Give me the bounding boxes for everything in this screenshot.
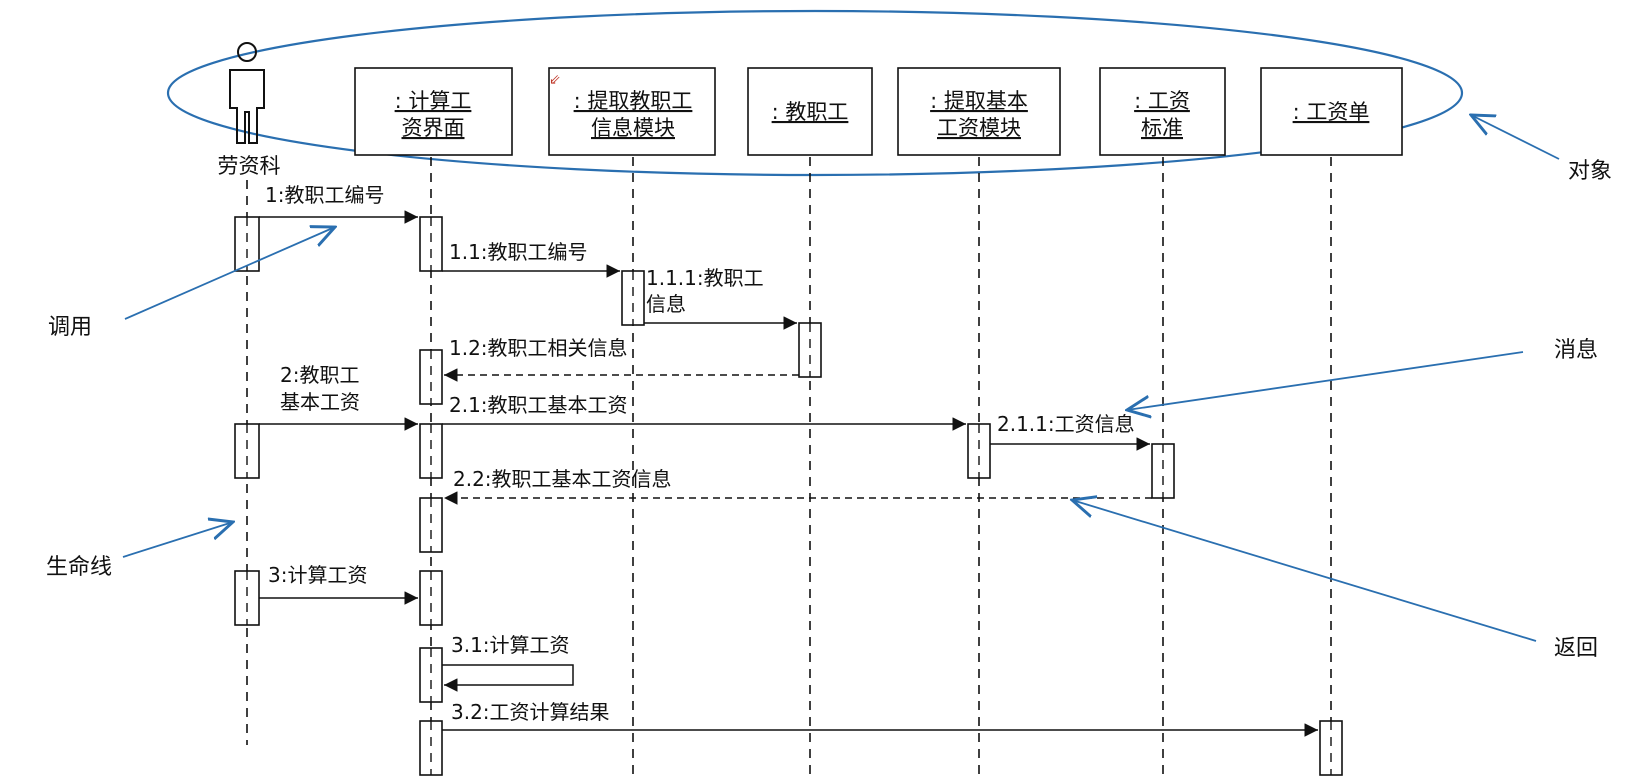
object-label-basic-2: 工资模块 <box>937 116 1021 140</box>
object-label-fetch-1: : 提取教职工 <box>574 89 693 113</box>
message-label-1-1: 1.1:教职工编号 <box>449 240 588 264</box>
actor-icon <box>229 42 265 144</box>
annotation-return: 返回 <box>1554 636 1598 661</box>
annotation-arrow-call <box>124 227 335 320</box>
self-message-arrow-3-1 <box>442 664 574 692</box>
object-box-std <box>1099 67 1226 156</box>
object-label-fetch-2: 信息模块 <box>591 116 675 140</box>
annotation-arrow-message <box>1127 351 1524 410</box>
object-label-std-2: 标准 <box>1141 116 1183 140</box>
message-label-1-1-1-a: 1.1.1:教职工 <box>646 266 764 290</box>
annotation-arrow-lifeline <box>122 522 233 558</box>
object-label-staff: : 教职工 <box>772 100 849 124</box>
object-label-ui-2: 资界面 <box>402 116 465 140</box>
message-label-2-b: 基本工资 <box>280 390 360 414</box>
object-label-slip: : 工资单 <box>1293 100 1370 124</box>
object-label-std-1: : 工资 <box>1134 89 1190 113</box>
message-label-3-2: 3.2:工资计算结果 <box>451 700 610 724</box>
object-box-ui <box>354 67 513 156</box>
annotation-lifeline: 生命线 <box>46 555 112 580</box>
objects-ellipse <box>166 9 1464 177</box>
annotation-message: 消息 <box>1554 338 1598 363</box>
message-label-2-1: 2.1:教职工基本工资 <box>449 393 628 417</box>
actor-label: 劳资科 <box>218 154 281 178</box>
message-label-3-1: 3.1:计算工资 <box>451 633 570 657</box>
object-label-ui-1: : 计算工 <box>395 89 472 113</box>
message-label-1-1-1-b: 信息 <box>646 292 686 316</box>
message-label-3: 3:计算工资 <box>268 563 367 587</box>
object-box-staff <box>747 67 873 156</box>
message-label-2-a: 2:教职工 <box>280 363 359 387</box>
object-box-slip <box>1260 67 1403 156</box>
message-label-2-2: 2.2:教职工基本工资信息 <box>453 467 672 491</box>
message-label-1: 1:教职工编号 <box>265 183 384 207</box>
stray-mark: ⇙ <box>549 72 561 88</box>
annotation-call: 调用 <box>48 315 92 340</box>
object-box-basic <box>897 67 1061 156</box>
annotation-arrow-return <box>1072 500 1537 642</box>
message-label-2-1-1: 2.1.1:工资信息 <box>997 412 1135 436</box>
object-box-fetch <box>548 67 716 156</box>
annotation-object: 对象 <box>1568 159 1612 184</box>
message-label-1-2: 1.2:教职工相关信息 <box>449 336 628 360</box>
annotation-arrow-object <box>1471 115 1560 160</box>
object-label-basic-1: : 提取基本 <box>930 89 1028 113</box>
